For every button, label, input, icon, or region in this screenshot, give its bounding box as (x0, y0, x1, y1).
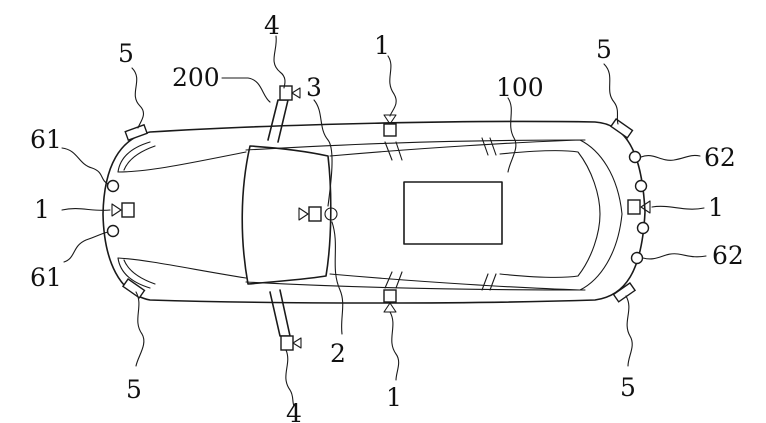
sensor-1-top (383, 114, 397, 137)
mirror-arm-bottom (269, 289, 302, 351)
label-1-bottom: 1 (386, 383, 402, 412)
label-1-top: 1 (374, 31, 390, 60)
label-62-bottom: 62 (712, 241, 744, 270)
label-100: 100 (496, 73, 544, 102)
sensor-1-rear (627, 199, 651, 215)
label-1-left: 1 (34, 195, 50, 224)
label-200: 200 (172, 63, 220, 92)
label-4-top: 4 (264, 11, 280, 40)
label-3: 3 (306, 73, 322, 102)
label-5-bottom-left: 5 (126, 375, 142, 404)
reference-labels: 4 200 3 1 100 5 5 61 1 61 62 1 62 2 1 4 … (30, 11, 744, 423)
label-2: 2 (330, 339, 346, 368)
label-61-top: 61 (30, 125, 62, 154)
mirror-arm-top (267, 85, 301, 143)
label-62-top: 62 (704, 143, 736, 172)
label-5-bottom-right: 5 (620, 373, 636, 402)
sensor-1-front (111, 202, 135, 218)
round-sensors (106, 150, 650, 265)
interior-camera (298, 206, 338, 222)
leader-lines (61, 35, 707, 407)
label-1-right: 1 (708, 193, 724, 222)
corner-sensors (121, 118, 637, 303)
label-61-bottom: 61 (30, 263, 62, 292)
label-4-bottom: 4 (286, 399, 302, 423)
sensor-1-bottom (383, 289, 397, 313)
label-5-top-left: 5 (118, 39, 134, 68)
car-body (102, 120, 646, 304)
label-5-top-right: 5 (596, 35, 612, 64)
